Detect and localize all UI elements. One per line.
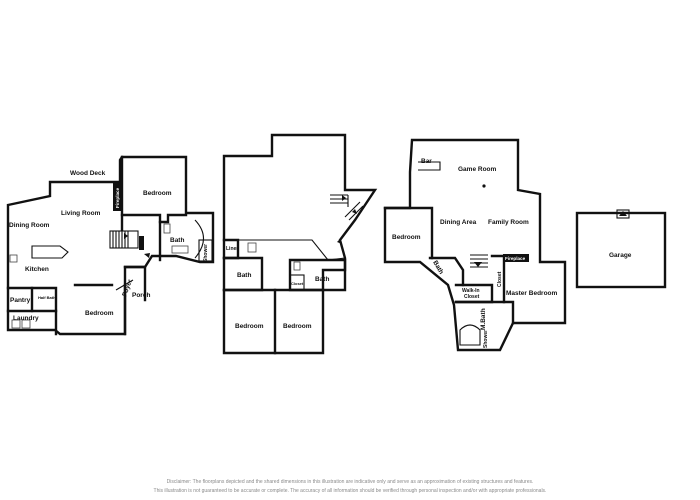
label-master-bedroom: Master Bedroom (506, 290, 558, 297)
vanity-fixture (171, 245, 189, 254)
label-bedroom-left-f2: Bedroom (235, 323, 264, 330)
stairs-arrow-down-icon (144, 253, 150, 258)
stairs-arrow-icon (124, 233, 128, 239)
disclaimer-line-2: This illustration is not guaranteed to b… (153, 488, 547, 494)
label-bath-right-f2: Bath (315, 276, 329, 283)
label-dining-area: Dining Area (440, 219, 477, 226)
floor-2-plan (222, 133, 378, 355)
m-bath-wall (454, 300, 515, 325)
label-bath-f1: Bath (170, 237, 184, 244)
bath-tub-curve (194, 219, 205, 259)
stairs-floor-3 (470, 254, 488, 268)
floor-1-plan (6, 155, 215, 336)
label-wood-deck: Wood Deck (70, 170, 106, 177)
pantry-wall (6, 286, 58, 336)
garage-plan (575, 209, 667, 289)
label-fireplace-f3: Fireplace (505, 256, 526, 261)
label-laundry: Laundry (13, 315, 39, 322)
dryer-fixture (21, 319, 31, 329)
label-fireplace-f1: Fireplace (115, 187, 120, 208)
label-closet-f2: Closet (291, 281, 304, 286)
label-half-bath: Half Bath (38, 295, 56, 300)
foyer-door (115, 279, 134, 291)
garage-arrow-icon (619, 211, 627, 216)
bath-right-fixture (293, 261, 301, 271)
fireplace-box (503, 254, 529, 262)
stairs-arrow-icon-1 (342, 195, 346, 201)
range-fixture (9, 254, 18, 263)
label-living-room: Living Room (61, 210, 101, 217)
label-game-room: Game Room (458, 166, 497, 173)
stairs-arrow-icon-4 (474, 262, 482, 267)
label-bedroom-f3: Bedroom (392, 234, 421, 241)
bar-counter (418, 161, 441, 171)
label-shower-f3: Shower (483, 330, 489, 348)
bedroom-wall (383, 206, 434, 260)
label-pantry: Pantry (10, 297, 31, 304)
floor-2-outer-wall (222, 133, 378, 355)
label-porch: Porch (132, 292, 150, 299)
game-room-marker (482, 184, 486, 188)
label-walk-in-closet-1: Walk-In (462, 288, 480, 294)
fireplace-box (113, 183, 121, 211)
stairs-arrow-icon-2 (352, 209, 357, 214)
washer-fixture (11, 319, 21, 329)
garage-door-marker (616, 209, 630, 219)
label-bath-left-f2: Bath (237, 272, 251, 279)
toilet-fixture (163, 223, 171, 234)
kitchen-island (31, 245, 69, 259)
label-garage: Garage (609, 252, 632, 259)
shower-curve (459, 324, 481, 346)
porch-wall (123, 265, 147, 302)
label-m-bath: M.Bath (480, 308, 487, 330)
garage-outer-wall (575, 211, 667, 289)
bath-left-fixture (247, 242, 257, 253)
shower-stall (198, 239, 213, 262)
label-kitchen: Kitchen (25, 266, 49, 273)
bath-wall (428, 256, 465, 287)
label-bedroom-top: Bedroom (143, 190, 172, 197)
disclaimer-line-1: Disclaimer: The floorplans depicted and … (166, 479, 534, 485)
label-linen: Linen (226, 246, 239, 252)
bedroom-top-wall (120, 213, 188, 224)
stairs-floor-1 (109, 230, 144, 250)
floor-1-outer-wall (6, 155, 215, 336)
label-bedroom-right-f2: Bedroom (283, 323, 312, 330)
stairs-arrow-icon-3 (337, 239, 342, 244)
label-bar: Bar (421, 158, 432, 165)
label-bedroom-bottom: Bedroom (85, 310, 114, 317)
floor-3-plan (383, 138, 567, 352)
label-walk-in-closet-2: Closet (464, 294, 480, 300)
label-shower-f1: Shower (203, 244, 209, 262)
label-closet-f3: Closet (497, 271, 503, 287)
label-dining-room: Dining Room (9, 222, 50, 229)
label-family-room: Family Room (488, 219, 529, 226)
